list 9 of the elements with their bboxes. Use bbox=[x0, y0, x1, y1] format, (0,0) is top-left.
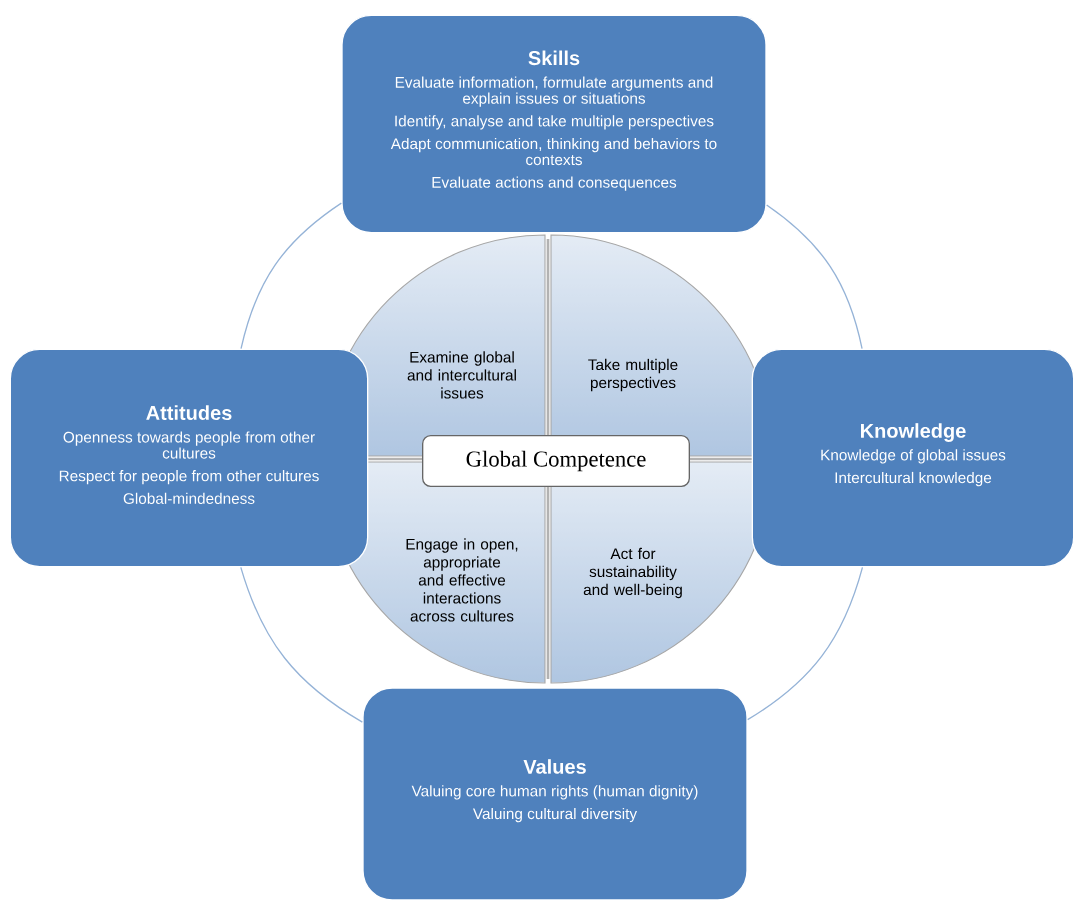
category-box: Skills Evaluate information, formulate arguments and explain issues or situations Identify, analyse and take multiple perspectives Adapt communication, thinking and behaviors to contexts Evaluate actions and consequences bbox=[341, 14, 767, 234]
ring-arc bbox=[766, 204, 863, 350]
category-box: Attitudes Openness towards people from other cultures Respect for people from other cultures Global-mindedness bbox=[9, 348, 369, 568]
category-box: Values Valuing core human rights (human dignity) Valuing cultural diversity bbox=[362, 687, 748, 901]
ring-arc bbox=[747, 566, 864, 721]
category-box: Knowledge Knowledge of global issues Intercultural knowledge bbox=[751, 348, 1075, 568]
title-box: Global Competence bbox=[422, 435, 690, 487]
ring-arc bbox=[240, 566, 363, 723]
ring-arc bbox=[240, 202, 342, 350]
